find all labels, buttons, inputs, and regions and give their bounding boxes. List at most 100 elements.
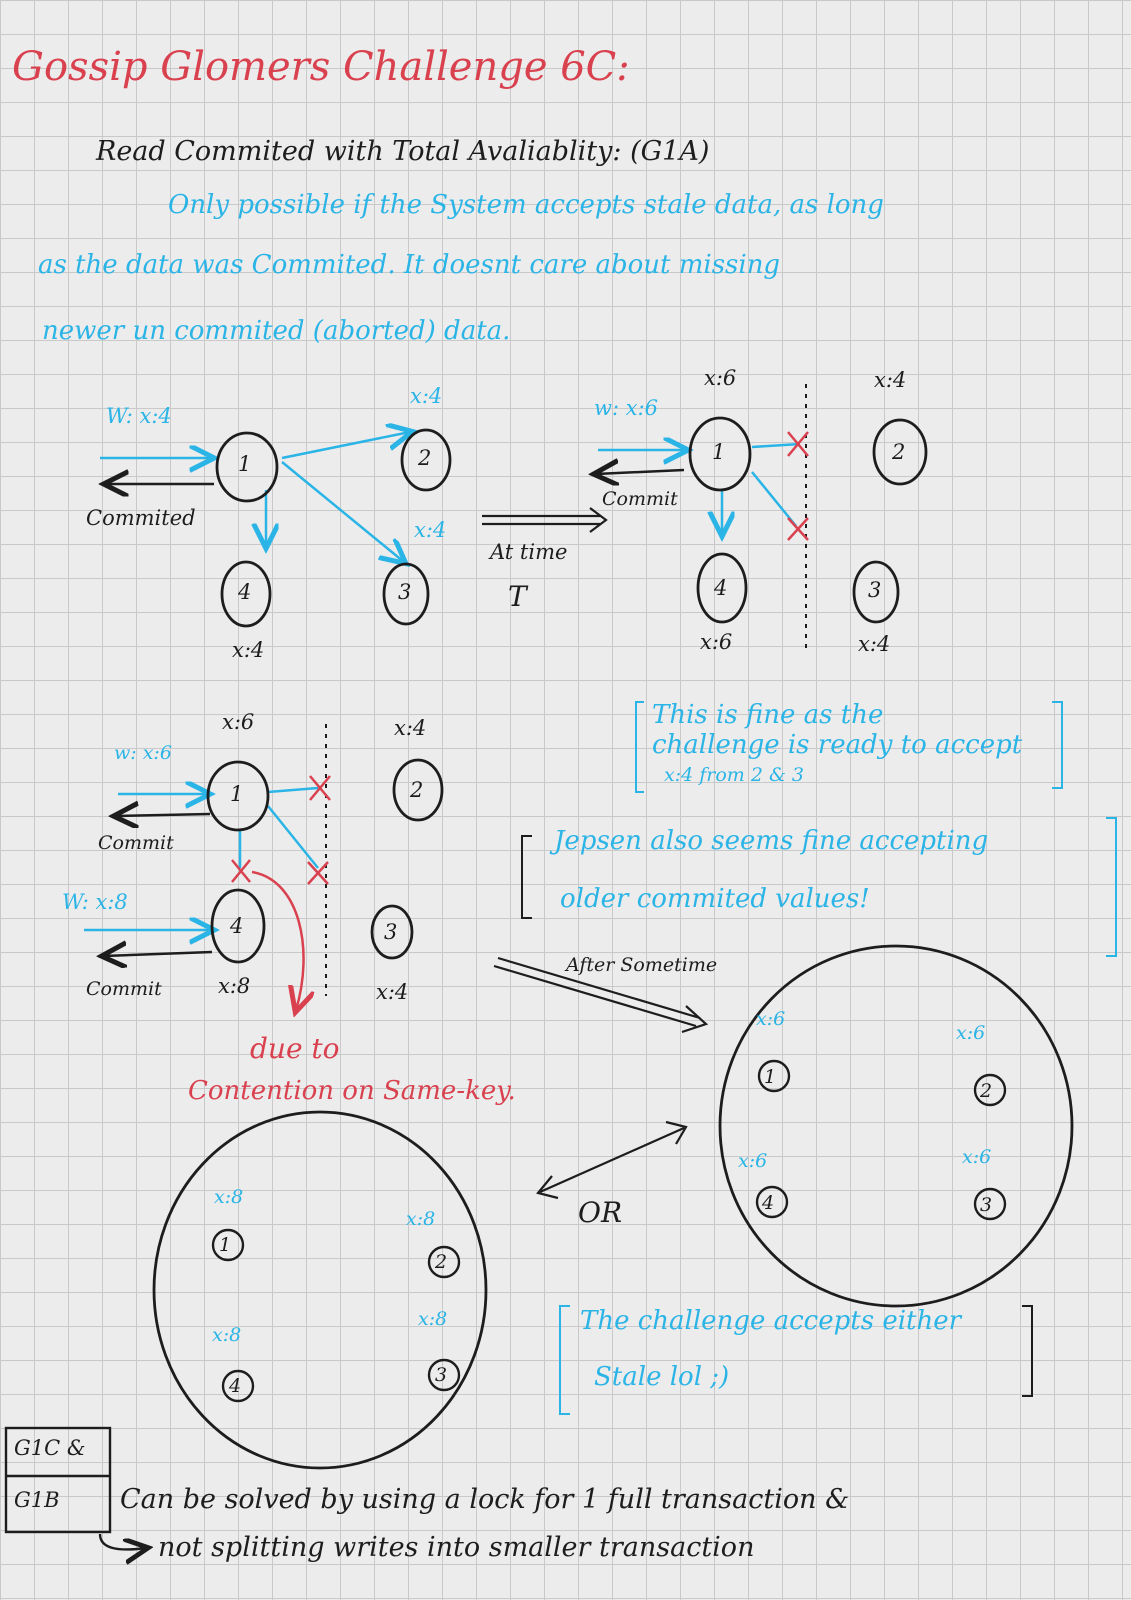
footer-box-label: G1B: [14, 1488, 60, 1512]
replicate-arrow: [267, 805, 319, 869]
replicate-arrow: [281, 432, 410, 460]
note-line: Jepsen also seems fine accepting: [554, 826, 989, 856]
write-label: W: x:8: [62, 890, 128, 914]
node-label: 1: [764, 1066, 777, 1088]
note-line: Stale lol ;): [594, 1362, 730, 1392]
value-label: x:4: [858, 632, 891, 656]
note-line: older commited values!: [560, 884, 870, 914]
or-arrow: [536, 1120, 688, 1200]
diagram-2-lines: [596, 384, 809, 648]
node-label: 2: [418, 446, 432, 470]
node-circle: [221, 1369, 255, 1403]
write-label: w: x:6: [114, 742, 172, 764]
diagram-3-nodes: [206, 758, 444, 964]
transition-arrow: [482, 507, 608, 533]
note-line: challenge is ready to accept: [652, 730, 1023, 760]
block-cross: [231, 859, 251, 883]
node-label: 2: [892, 440, 906, 464]
ack-arrow: [104, 952, 213, 956]
ack-label: Commit: [602, 488, 678, 510]
node-label: 3: [868, 578, 882, 602]
node-circle: [370, 904, 414, 960]
value-label: x:4: [376, 980, 409, 1004]
after-sometime-arrow: [493, 956, 709, 1034]
node-label: 1: [219, 1234, 232, 1256]
block-cross: [787, 431, 809, 457]
cluster-right: [718, 944, 1074, 1308]
footer-box: [4, 1426, 112, 1534]
note-line: This is fine as the: [652, 700, 884, 730]
description-line: as the data was Commited. It doesnt care…: [38, 250, 781, 280]
note-line: The challenge accepts either: [580, 1306, 962, 1336]
node-circle: [206, 760, 270, 832]
value-label: x:8: [214, 1186, 244, 1208]
block-cross: [307, 861, 329, 885]
node-circle: [973, 1187, 1007, 1221]
ack-arrow: [116, 814, 211, 816]
value-label: x:4: [232, 638, 265, 662]
node-circle: [382, 562, 430, 626]
replicate-arrow: [751, 442, 801, 449]
transition-label: T: [508, 580, 527, 613]
value-label: x:8: [406, 1208, 436, 1230]
value-label: x:6: [956, 1022, 986, 1044]
cluster-left: [152, 1110, 488, 1470]
transition-label: At time: [490, 540, 568, 564]
node-circle: [696, 552, 748, 624]
node-label: 3: [398, 580, 412, 604]
node-circle: [852, 560, 900, 624]
node-label: 4: [229, 1375, 242, 1397]
cluster-circle: [152, 1110, 488, 1470]
ack-label: Commit: [86, 978, 162, 1000]
value-label: x:4: [414, 518, 447, 542]
ack-label: Commited: [86, 506, 196, 530]
node-circle: [210, 888, 266, 964]
node-label: 4: [762, 1192, 775, 1214]
note-brackets: [521, 701, 1117, 1415]
write-label: W: x:4: [106, 404, 172, 428]
diagram-1-nodes: [215, 428, 452, 628]
footer-line: not splitting writes into smaller transa…: [158, 1532, 755, 1563]
replicate-arrow: [281, 461, 404, 562]
node-label: 3: [435, 1364, 448, 1386]
value-label: x:6: [700, 630, 733, 654]
contention-arrow: [251, 870, 304, 1010]
node-circle: [973, 1073, 1007, 1107]
value-label: x:6: [962, 1146, 992, 1168]
footer-hook-arrow: [98, 1533, 146, 1549]
transition-label: After Sometime: [566, 954, 718, 976]
node-label: 2: [410, 778, 424, 802]
value-label: x:4: [874, 368, 907, 392]
value-label: x:6: [738, 1150, 768, 1172]
or-label: OR: [578, 1196, 623, 1229]
node-label: 4: [230, 914, 244, 938]
value-label: x:6: [222, 710, 255, 734]
page-title: Gossip Glomers Challenge 6C:: [12, 44, 630, 90]
diagram-2-nodes: [688, 416, 928, 624]
block-cross: [787, 517, 809, 541]
diagram-1-lines: [100, 432, 410, 562]
value-label: x:4: [394, 716, 427, 740]
description-line: newer un commited (aborted) data.: [42, 316, 511, 346]
footer-line: Can be solved by using a lock for 1 full…: [120, 1484, 850, 1515]
node-circle: [688, 416, 752, 492]
value-label: x:8: [418, 1308, 448, 1330]
node-label: 2: [980, 1080, 993, 1102]
ack-arrow: [596, 470, 685, 474]
value-label: x:8: [218, 974, 251, 998]
node-circle: [427, 1245, 461, 1279]
contention-note: due to: [250, 1032, 340, 1065]
node-label: 2: [435, 1251, 448, 1273]
node-label: 1: [712, 440, 726, 464]
write-label: w: x:6: [594, 396, 659, 420]
footer-box-label: G1C &: [14, 1436, 86, 1460]
ack-label: Commit: [98, 832, 174, 854]
cluster-circle: [718, 944, 1074, 1308]
page-subtitle: Read Commited with Total Avaliablity: (G…: [96, 136, 710, 167]
node-circle: [872, 418, 928, 486]
node-circle: [755, 1185, 789, 1219]
node-circle: [215, 431, 279, 503]
node-circle: [211, 1228, 245, 1262]
node-circle: [220, 560, 272, 628]
block-cross: [309, 775, 331, 801]
